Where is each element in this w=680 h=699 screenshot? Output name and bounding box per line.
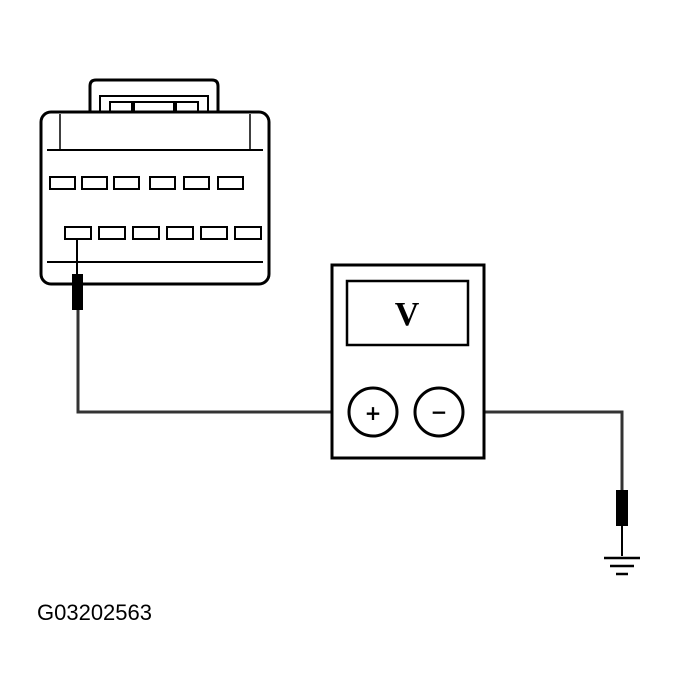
negative-terminal: − [413, 386, 465, 438]
terminal-cavity [217, 176, 244, 190]
terminal-cavity [98, 226, 126, 240]
positive-terminal-sign: + [365, 401, 382, 425]
voltmeter-unit-label: V [395, 296, 420, 333]
terminal-cavity [234, 226, 262, 240]
negative-lead-wire [462, 410, 624, 490]
connector-terminal-row-upper [49, 176, 244, 190]
figure-reference-id: G03202563 [37, 600, 152, 625]
ground-icon [604, 556, 640, 576]
positive-lead-wire [76, 310, 350, 414]
terminal-cavity [49, 176, 76, 190]
terminal-cavity [64, 226, 92, 240]
terminal-cavity [183, 176, 210, 190]
negative-terminal-sign: − [431, 400, 448, 424]
terminal-cavity [113, 176, 140, 190]
voltmeter-display [345, 279, 470, 347]
terminal-cavity [166, 226, 194, 240]
terminal-cavity [200, 226, 228, 240]
positive-terminal-jack [347, 386, 399, 438]
connector [39, 78, 271, 286]
terminal-cavity [81, 176, 108, 190]
connector-latch [88, 78, 220, 112]
connector-body [39, 110, 271, 286]
voltmeter: V + − [330, 263, 486, 460]
negative-probe-tip [616, 490, 628, 526]
connector-terminal-row-lower [64, 226, 262, 240]
positive-terminal: + [347, 386, 399, 438]
positive-probe-tip [72, 274, 83, 310]
negative-terminal-jack [413, 386, 465, 438]
terminal-cavity [132, 226, 160, 240]
terminal-cavity [149, 176, 176, 190]
connector-body-dividers [59, 114, 251, 150]
